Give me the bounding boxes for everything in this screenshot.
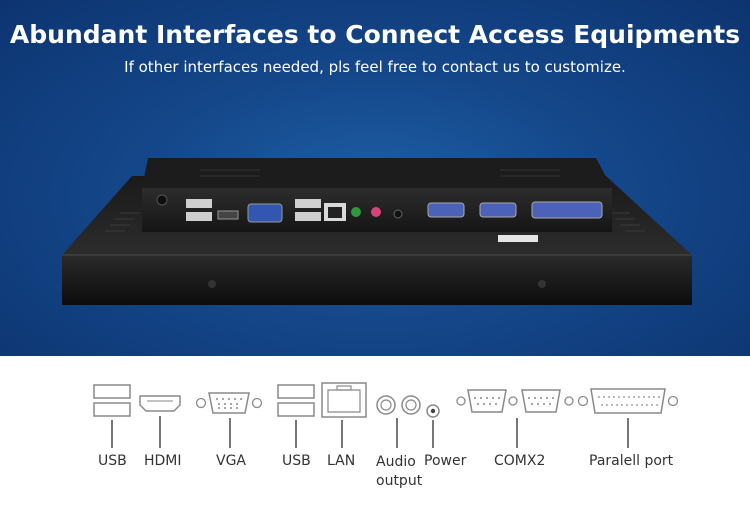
usb-port-icon (93, 384, 131, 417)
usb-label-2: USB (282, 453, 311, 469)
com-label: COMX2 (494, 453, 546, 469)
power-label: Power (424, 453, 467, 469)
audio-label-line1: Audio (376, 454, 416, 470)
lan-port-icon (321, 382, 367, 418)
audio-jack-icon (376, 395, 421, 415)
lan-label: LAN (327, 453, 356, 469)
page-title: Abundant Interfaces to Connect Access Eq… (9, 20, 741, 49)
vga-label: VGA (216, 453, 247, 469)
usb-label: USB (98, 453, 127, 469)
page-subtitle: If other interfaces needed, pls feel fre… (124, 58, 626, 76)
audio-label-line2: output (376, 473, 423, 489)
panel-pc-photo (62, 158, 692, 305)
vga-port-icon (195, 392, 263, 414)
power-jack-icon (426, 404, 440, 418)
hdmi-port-icon (139, 395, 181, 412)
usb-port-icon-2 (277, 384, 315, 417)
com-port-icon (456, 389, 574, 413)
audio-label: Audio output (376, 453, 422, 491)
hero-banner: Abundant Interfaces to Connect Access Eq… (0, 0, 750, 356)
parallel-port-icon (577, 388, 679, 414)
parallel-label: Paralell port (589, 453, 674, 469)
interface-legend: USB HDMI VGA USB LAN (0, 356, 750, 505)
hdmi-label: HDMI (144, 453, 182, 469)
